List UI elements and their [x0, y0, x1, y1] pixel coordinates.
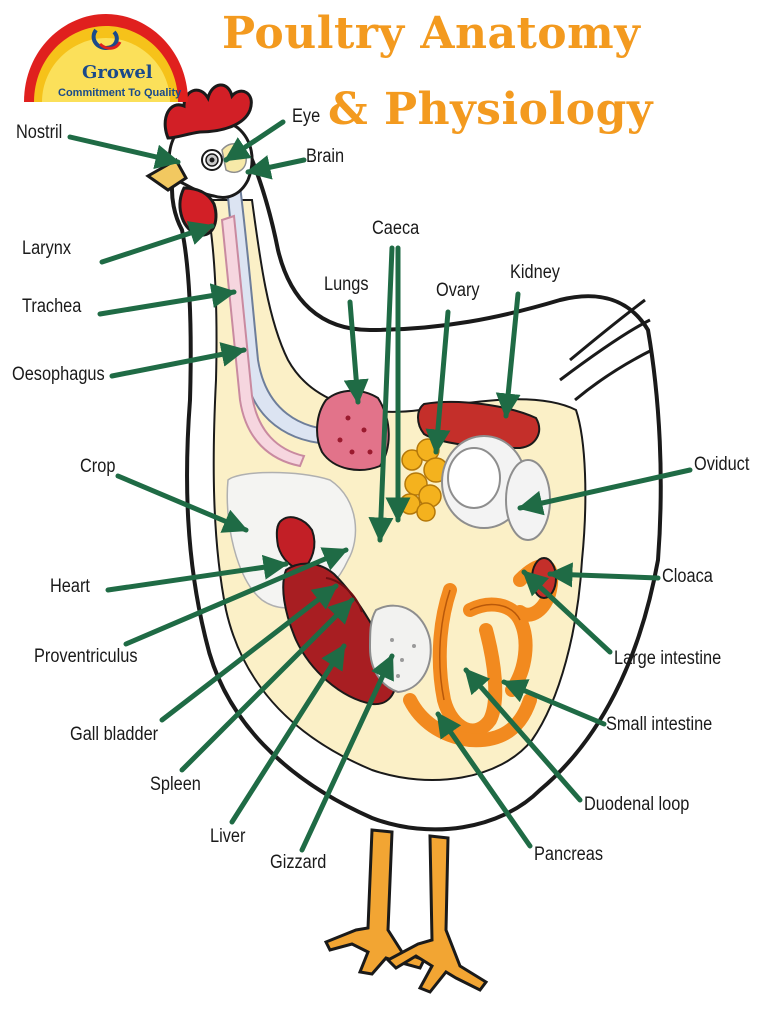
label-oviduct: Oviduct [694, 454, 750, 475]
label-lungs: Lungs [324, 274, 369, 295]
label-liver: Liver [210, 826, 246, 847]
legs [323, 828, 489, 994]
label-gizzard: Gizzard [270, 852, 327, 873]
label-oesophagus: Oesophagus [12, 364, 105, 385]
label-gall-bladder: Gall bladder [70, 724, 159, 745]
label-large-intestine: Large intestine [614, 648, 722, 669]
growel-logo: Growel Commitment To Quality [20, 10, 192, 104]
label-eye: Eye [292, 106, 321, 127]
label-spleen: Spleen [150, 774, 201, 795]
intestine-outline [438, 589, 521, 701]
logo-arc [24, 14, 188, 102]
tail-feathers [559, 298, 653, 402]
label-trachea: Trachea [22, 296, 82, 317]
label-small-intestine: Small intestine [606, 714, 713, 735]
pointer-arrows [67, 119, 693, 853]
title-line-2: & Physiology [328, 84, 653, 135]
label-pancreas: Pancreas [534, 844, 604, 865]
label-kidney: Kidney [510, 262, 560, 283]
lungs-organ [316, 389, 390, 471]
label-proventriculus: Proventriculus [34, 646, 138, 667]
label-heart: Heart [50, 576, 90, 597]
title-line-1: Poultry Anatomy [222, 8, 641, 59]
trachea-rings [220, 214, 306, 468]
logo-tagline: Commitment To Quality [58, 87, 182, 99]
logo-name: Growel [82, 62, 153, 83]
label-nostril: Nostril [16, 122, 63, 143]
label-caeca: Caeca [372, 218, 420, 239]
label-ovary: Ovary [436, 280, 480, 301]
label-crop: Crop [80, 456, 116, 477]
eye-organ [201, 149, 223, 171]
label-brain: Brain [306, 146, 345, 167]
label-duodenal-loop: Duodenal loop [584, 794, 690, 815]
label-larynx: Larynx [22, 238, 72, 259]
label-cloaca: Cloaca [662, 566, 713, 587]
